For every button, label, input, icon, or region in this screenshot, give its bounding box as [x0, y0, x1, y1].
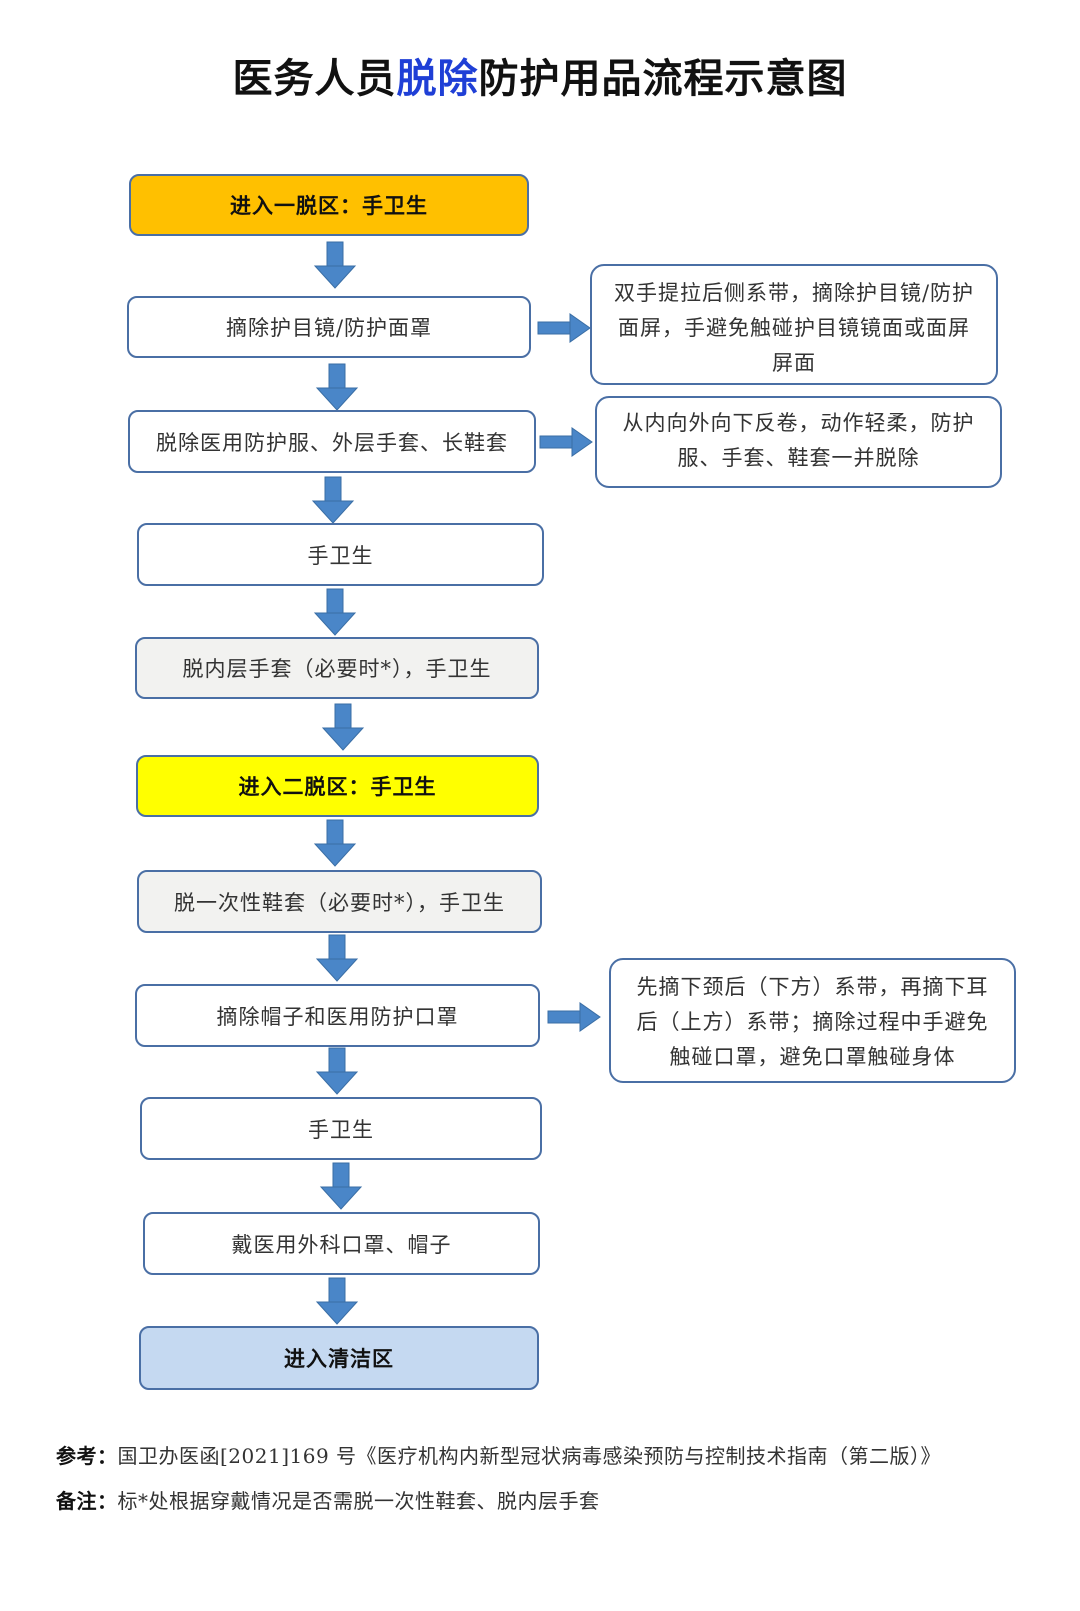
step-cap-mask: 摘除帽子和医用防护口罩	[135, 984, 540, 1047]
arrow-down-7	[316, 934, 358, 982]
step-zone1: 进入一脱区：手卫生	[129, 174, 529, 236]
step-zone2: 进入二脱区：手卫生	[136, 755, 539, 817]
arrow-right-goggles	[537, 313, 591, 343]
arrow-down-10	[316, 1277, 358, 1325]
arrow-down-8	[316, 1047, 358, 1095]
step-clean-zone: 进入清洁区	[139, 1326, 539, 1390]
step-inner-gloves: 脱内层手套（必要时*），手卫生	[135, 637, 539, 699]
step-hand-hygiene-1: 手卫生	[137, 523, 544, 586]
remark-text: 标*处根据穿戴情况是否需脱一次性鞋套、脱内层手套	[117, 1489, 600, 1513]
arrow-down-2	[316, 363, 358, 411]
note-suit: 从内向外向下反卷，动作轻柔，防护服、手套、鞋套一并脱除	[595, 396, 1002, 488]
arrow-down-1	[314, 241, 356, 289]
arrow-right-cap	[547, 1002, 601, 1032]
arrow-down-9	[320, 1162, 362, 1210]
step-suit: 脱除医用防护服、外层手套、长鞋套	[128, 410, 536, 473]
title-prefix: 医务人员	[232, 56, 397, 102]
footer-reference: 参考：国卫办医函[2021]169 号《医疗机构内新型冠状病毒感染预防与控制技术…	[56, 1440, 941, 1469]
arrow-down-5	[322, 703, 364, 751]
step-shoe-covers: 脱一次性鞋套（必要时*），手卫生	[137, 870, 542, 933]
step-goggles: 摘除护目镜/防护面罩	[127, 296, 531, 358]
arrow-right-suit	[539, 427, 593, 457]
arrow-down-3	[312, 476, 354, 524]
note-cap-mask: 先摘下颈后（下方）系带，再摘下耳后（上方）系带；摘除过程中手避免触碰口罩，避免口…	[609, 958, 1016, 1083]
note-goggles: 双手提拉后侧系带，摘除护目镜/防护面屏，手避免触碰护目镜镜面或面屏屏面	[590, 264, 998, 385]
arrow-down-4	[314, 588, 356, 636]
remark-label: 备注：	[56, 1489, 118, 1513]
arrow-down-6	[314, 819, 356, 867]
reference-text: 国卫办医函[2021]169 号《医疗机构内新型冠状病毒感染预防与控制技术指南（…	[117, 1444, 942, 1468]
step-wear-surgical: 戴医用外科口罩、帽子	[143, 1212, 540, 1275]
title-highlight: 脱除	[396, 56, 479, 102]
step-hand-hygiene-2: 手卫生	[140, 1097, 542, 1160]
footer-remark: 备注：标*处根据穿戴情况是否需脱一次性鞋套、脱内层手套	[56, 1485, 600, 1514]
title-suffix: 防护用品流程示意图	[478, 56, 848, 102]
reference-label: 参考：	[56, 1444, 118, 1468]
page-title: 医务人员脱除防护用品流程示意图	[0, 46, 1080, 104]
